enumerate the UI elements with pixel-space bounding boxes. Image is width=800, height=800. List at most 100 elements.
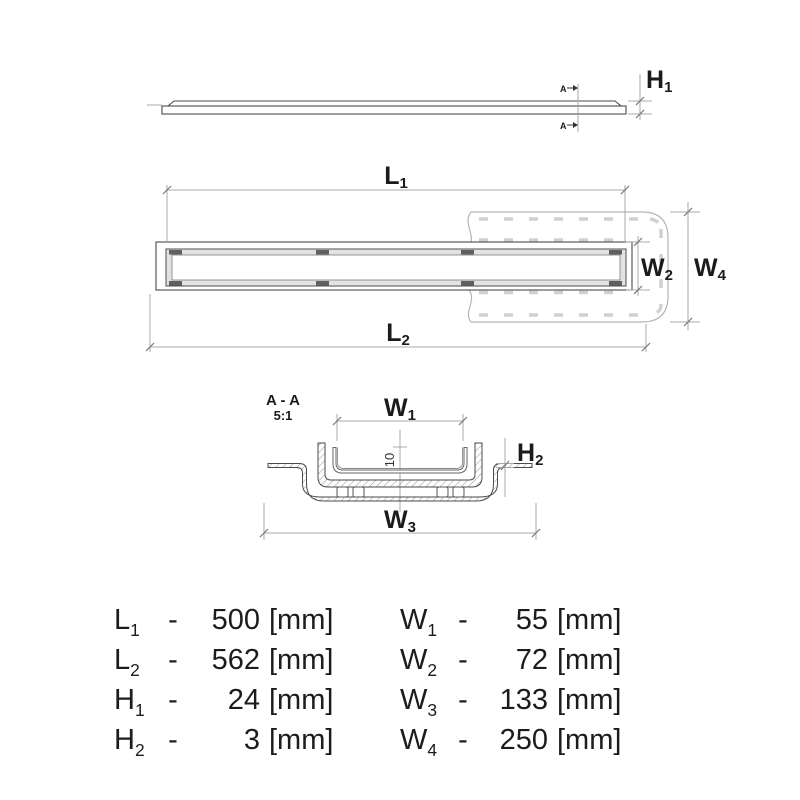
dim-unit: [mm] — [269, 644, 334, 676]
grate-surface — [171, 254, 621, 281]
tray-inner-line — [337, 447, 463, 469]
grate-clip — [461, 281, 474, 286]
dim-separator: - — [458, 644, 468, 676]
view-plan: L1 L2 W2 — [145, 162, 727, 352]
section-marker-label: A — [560, 121, 567, 131]
dim-unit: [mm] — [269, 724, 334, 756]
dim-value: 55 — [515, 604, 548, 636]
grate-clip — [316, 250, 329, 255]
dim-w3: W3 — [259, 503, 541, 540]
dim-unit: [mm] — [269, 684, 334, 716]
dim-label-w1: W1 — [384, 394, 416, 424]
dim-value: 250 — [499, 724, 548, 756]
mounting-feet — [336, 486, 465, 498]
dim-unit: [mm] — [557, 604, 622, 636]
dim-unit: [mm] — [269, 604, 334, 636]
dim-subscript: 1 — [130, 619, 140, 640]
dim-label-h1: H1 — [646, 66, 672, 96]
dim-unit: [mm] — [557, 644, 622, 676]
table-row-w2: W2- 72 [mm] — [400, 640, 621, 680]
dim-symbol: W3 — [400, 684, 438, 720]
dim-symbol: H1 — [114, 684, 145, 720]
channel-section — [317, 442, 483, 488]
dim-separator: - — [458, 724, 468, 756]
dim-symbol: L1 — [114, 604, 140, 640]
dim-h1: H1 — [628, 66, 672, 120]
foot — [336, 486, 349, 498]
dim-separator: - — [458, 604, 468, 636]
dim-unit: [mm] — [557, 724, 622, 756]
dim-label-w3: W3 — [384, 506, 416, 536]
dim-separator: - — [458, 684, 468, 716]
dim-value: 72 — [515, 644, 548, 676]
dimension-table-left: L1-500[mm] L2-562[mm] H1-24[mm] H2-3[mm] — [114, 600, 333, 760]
dim-value: 500 — [211, 604, 260, 636]
section-cut-marker-bottom: A — [560, 121, 578, 131]
dimension-table-right: W1-55[mm] W2-72[mm] W3-133[mm] W4-250[mm… — [400, 600, 621, 760]
section-arrow-icon — [573, 122, 578, 128]
dim-symbol: H2 — [114, 724, 145, 760]
grate-clip — [609, 281, 622, 286]
dim-h2: H2 — [496, 438, 543, 497]
dim-l2: L2 — [145, 294, 651, 352]
dim-subscript: 1 — [134, 699, 145, 720]
dim-symbol: L2 — [114, 644, 140, 680]
dim-value: 3 — [243, 724, 260, 756]
section-cut-marker-top: A — [560, 84, 578, 94]
dim-value: 133 — [499, 684, 548, 716]
grate-clip — [461, 250, 474, 255]
grate-clip — [316, 281, 329, 286]
section-scale: 5:1 — [274, 408, 293, 423]
table-row-w3: W3-133 [mm] — [400, 680, 621, 720]
membrane-dashed-border — [479, 217, 663, 317]
dim-label-l2: L2 — [386, 319, 410, 349]
dim-subscript: 1 — [427, 619, 438, 640]
view-side-profile: A A H1 — [147, 66, 672, 132]
dim-label-l1: L1 — [384, 162, 408, 192]
dim-subscript: 3 — [427, 699, 438, 720]
dim-w4: W4 — [670, 202, 727, 330]
dim-value: 562 — [211, 644, 260, 676]
dim-l1: L1 — [162, 162, 630, 242]
drain-technical-drawing: A A H1 — [145, 66, 727, 540]
dim-separator: - — [168, 724, 178, 756]
dim-separator: - — [168, 644, 178, 676]
dim-subscript: 2 — [134, 739, 145, 760]
channel-depth-label: 10 — [382, 453, 397, 467]
section-title: A - A — [266, 392, 300, 409]
dim-label-w4: W4 — [694, 254, 727, 284]
table-row-l2: L2- 562 [mm] — [114, 640, 333, 680]
table-row-h2: H2- 3 [mm] — [114, 720, 333, 760]
dim-value: 24 — [227, 684, 260, 716]
view-section-aa: A - A 5:1 10 — [259, 392, 543, 540]
grate-clip — [609, 250, 622, 255]
table-row-l1: L1- 500 [mm] — [114, 600, 333, 640]
dim-subscript: 2 — [130, 659, 140, 680]
grate-clips — [169, 250, 622, 286]
foot — [352, 486, 365, 498]
table-row-w1: W1- 55 [mm] — [400, 600, 621, 640]
dim-separator: - — [168, 604, 178, 636]
drain-top-lip — [166, 100, 623, 107]
dim-symbol: W1 — [400, 604, 438, 640]
foot — [436, 486, 449, 498]
dim-label-w2: W2 — [641, 254, 673, 284]
section-marker-label: A — [560, 84, 567, 94]
foot — [452, 486, 465, 498]
dim-subscript: 2 — [427, 659, 438, 680]
dim-w2: W2 — [626, 236, 673, 296]
dim-symbol: W2 — [400, 644, 438, 680]
grate-clip — [169, 250, 182, 255]
dim-subscript: 4 — [427, 739, 438, 760]
section-cut-line: A A — [560, 84, 579, 132]
grate-clip — [169, 281, 182, 286]
dim-w1: W1 — [332, 394, 468, 441]
dim-symbol: W4 — [400, 724, 438, 760]
table-row-w4: W4-250 [mm] — [400, 720, 621, 760]
tray-insert-section — [332, 447, 468, 474]
drain-body-profile — [161, 105, 627, 115]
section-arrow-icon — [573, 85, 578, 91]
dim-separator: - — [168, 684, 178, 716]
dim-unit: [mm] — [557, 684, 622, 716]
